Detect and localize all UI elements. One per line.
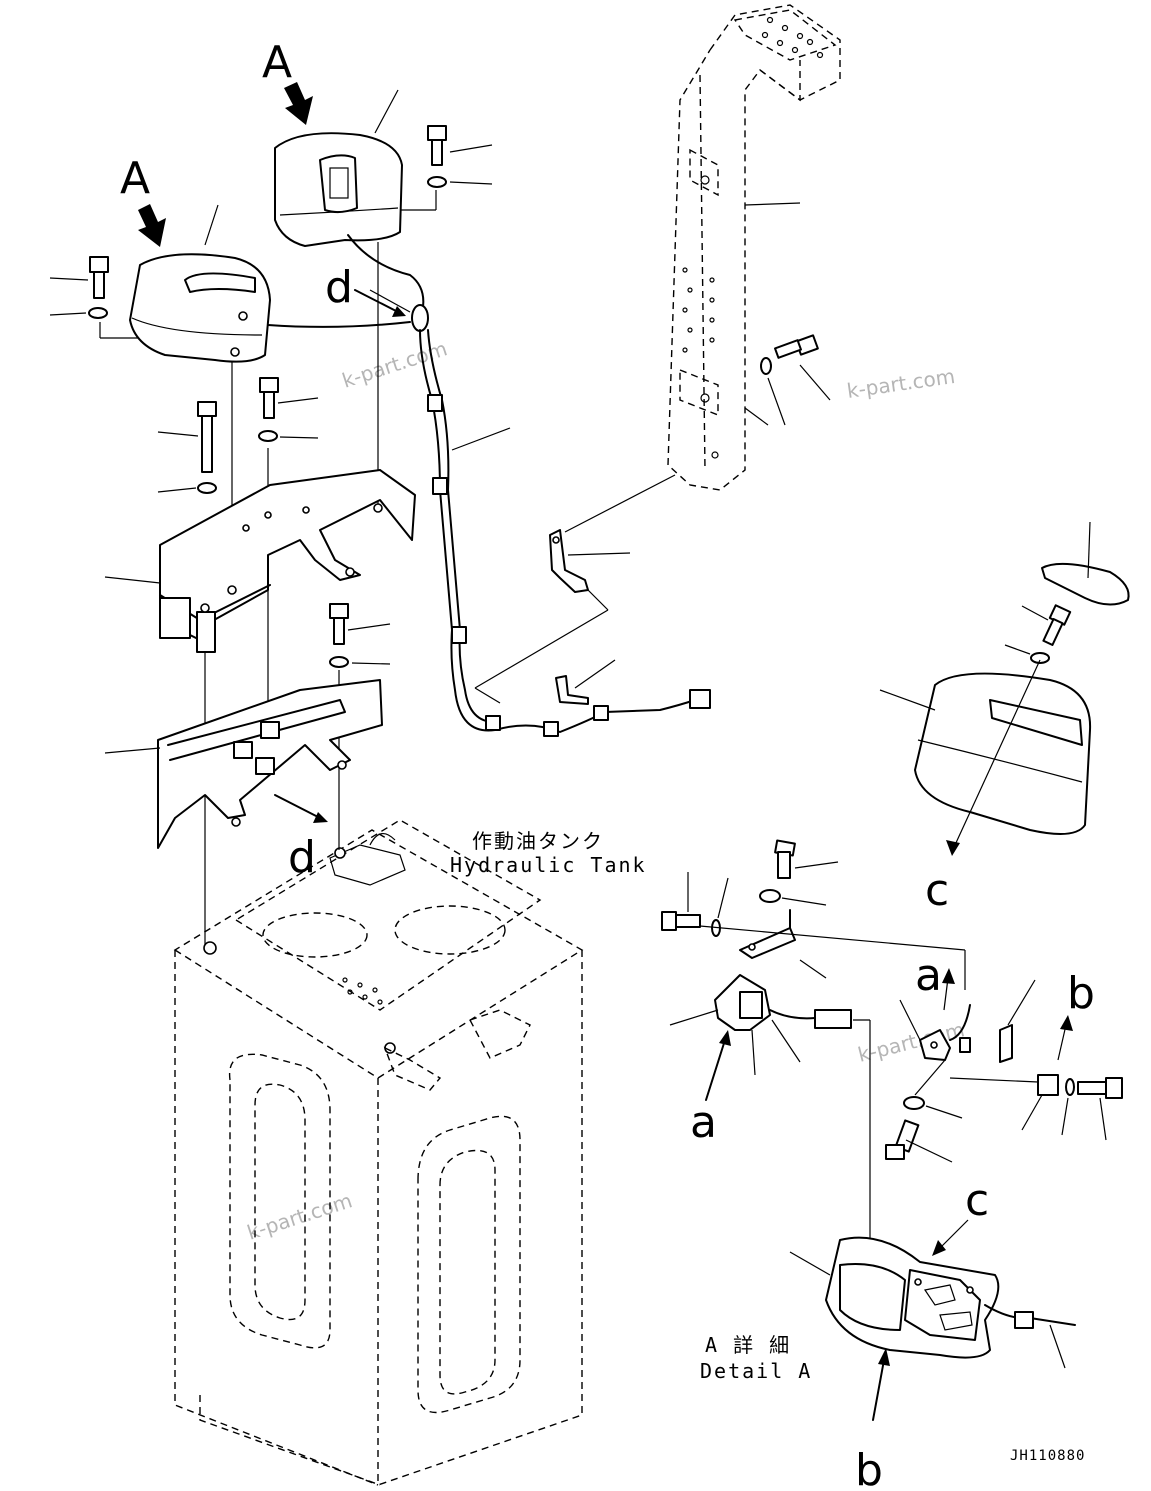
detail-spacer xyxy=(949,1074,1059,1131)
monitor-mounting-bracket xyxy=(104,469,416,653)
hydraulic-tank xyxy=(173,819,584,1486)
washer-middle xyxy=(258,430,319,442)
detail-bracket xyxy=(699,909,966,990)
watermark-4: k-part.com xyxy=(244,1188,355,1244)
detail-washer-top xyxy=(759,889,827,906)
bolt-middle xyxy=(259,377,319,419)
ref-label-c-right: c xyxy=(925,865,949,916)
watermark-3: k-part.com xyxy=(855,1017,966,1067)
detail-bolt-top xyxy=(774,839,839,879)
detail-bolt-lower xyxy=(885,1119,953,1163)
caption-hydraulic-tank-jp: 作動油タンク xyxy=(472,829,604,853)
detail-sensor-bracket xyxy=(899,999,971,1096)
detail-washer-lower xyxy=(903,1096,963,1119)
detail-switch-unit xyxy=(669,974,871,1300)
caption-detail-a-en: Detail A xyxy=(700,1359,812,1383)
view-arrow-a-top xyxy=(284,82,313,125)
ref-arrow-b-right xyxy=(1057,1015,1073,1061)
caption-detail-a-jp: A 詳 細 xyxy=(705,1333,791,1357)
left-monitor-cover xyxy=(129,204,271,363)
washer-long-bolt-left xyxy=(157,482,217,494)
view-label-a-top: A xyxy=(262,37,292,88)
bolt-left-upper xyxy=(49,256,109,299)
bolt-lower-middle xyxy=(329,603,391,645)
drawing-code: JH110880 xyxy=(1010,1448,1085,1464)
ref-label-a-right: a xyxy=(915,950,942,1001)
ref-label-c-detail: c xyxy=(965,1175,989,1226)
ref-arrow-b-bottom xyxy=(872,1348,890,1421)
right-cover-cap xyxy=(1041,521,1130,606)
washer-lower-middle xyxy=(329,656,391,668)
detail-block xyxy=(999,979,1036,1063)
bolt-post xyxy=(774,334,831,401)
ref-arrow-c-right xyxy=(946,659,1041,856)
harness-clamp-upper xyxy=(474,529,631,689)
ref-arrow-a-right xyxy=(942,968,955,1011)
detail-washer-right xyxy=(1061,1078,1075,1136)
right-monitor-cover xyxy=(879,672,1092,835)
washer-top-right xyxy=(427,176,493,188)
washer-post xyxy=(744,357,786,426)
right-cover-bolt xyxy=(1021,604,1072,646)
lower-mounting-bracket xyxy=(104,679,383,849)
caption-hydraulic-tank-en: Hydraulic Tank xyxy=(450,853,647,877)
watermark-2: k-part.com xyxy=(845,364,956,403)
ref-label-d-top: d xyxy=(325,262,353,313)
ref-label-b-bottom: b xyxy=(855,1445,883,1491)
ref-arrow-d-top xyxy=(354,289,406,317)
wiring-harness xyxy=(267,234,711,737)
long-bolt-left xyxy=(157,401,217,473)
right-cover-washer xyxy=(1004,644,1050,664)
top-monitor-cover xyxy=(274,89,403,247)
bolt-top-right xyxy=(427,125,493,166)
view-arrow-a-left xyxy=(138,204,166,247)
detail-bolt-right xyxy=(1077,1077,1123,1141)
vertical-frame-post xyxy=(564,4,841,533)
ref-arrow-a-lower xyxy=(705,1030,731,1101)
ref-label-b-right: b xyxy=(1067,968,1095,1019)
detail-bolt-left xyxy=(661,872,701,931)
view-label-a-left: A xyxy=(120,153,150,204)
harness-clamp-lower xyxy=(474,659,616,705)
ref-arrow-c-detail xyxy=(932,1219,969,1256)
washer-left-upper xyxy=(49,307,108,319)
detail-a-assembly xyxy=(789,1236,1076,1369)
ref-arrow-d-bottom xyxy=(274,794,328,823)
ref-label-a-lower: a xyxy=(690,1097,717,1148)
ref-label-d-bottom: d xyxy=(288,832,316,883)
